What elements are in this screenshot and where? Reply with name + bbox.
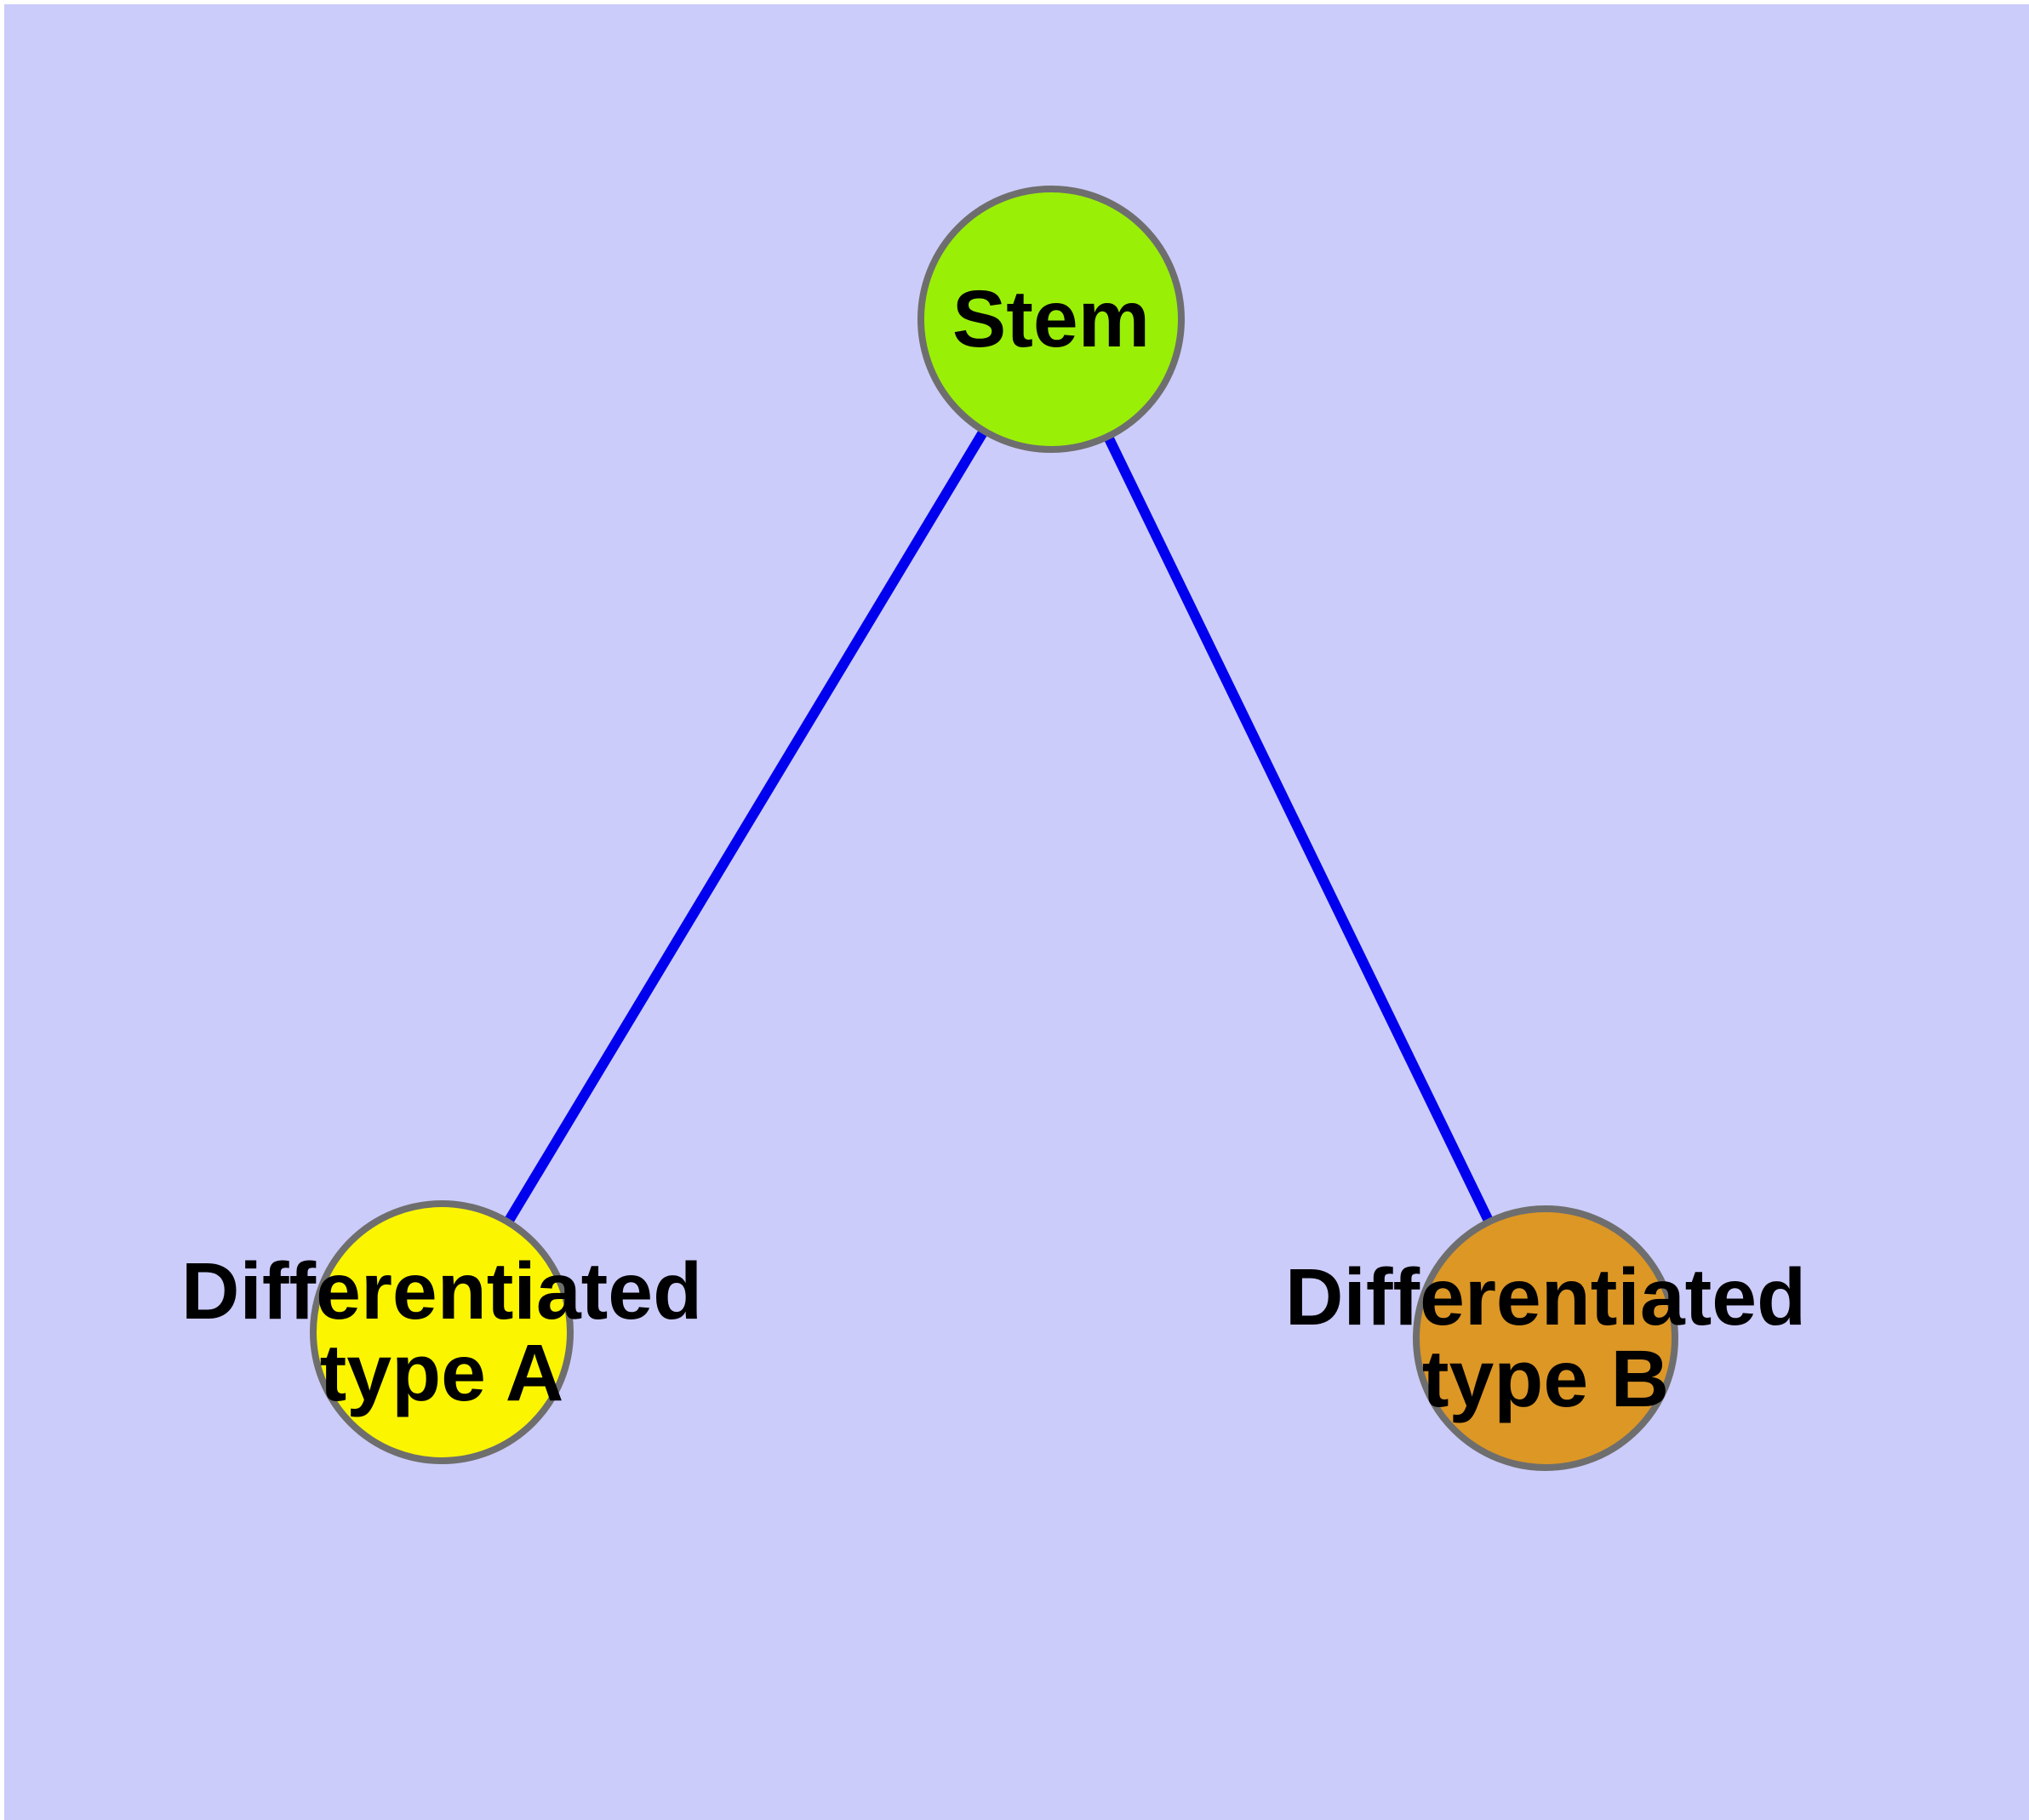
graph-node-diff_a[interactable] (310, 1200, 574, 1464)
graph-node-stem[interactable] (917, 186, 1185, 453)
label-line: Differentiated (1285, 1252, 1806, 1342)
graph-edge[interactable] (501, 425, 991, 1228)
edge-layer (501, 425, 1495, 1228)
graph-edge[interactable] (1101, 431, 1495, 1228)
label-line: type B (1422, 1334, 1669, 1424)
node-layer (310, 186, 1678, 1471)
graph-node-diff_b[interactable] (1413, 1205, 1678, 1471)
label-line: Differentiated (181, 1246, 702, 1336)
label-line: Stem (952, 274, 1150, 364)
label-line: type A (320, 1328, 564, 1418)
graph-node-label-stem: Stem (952, 274, 1150, 364)
